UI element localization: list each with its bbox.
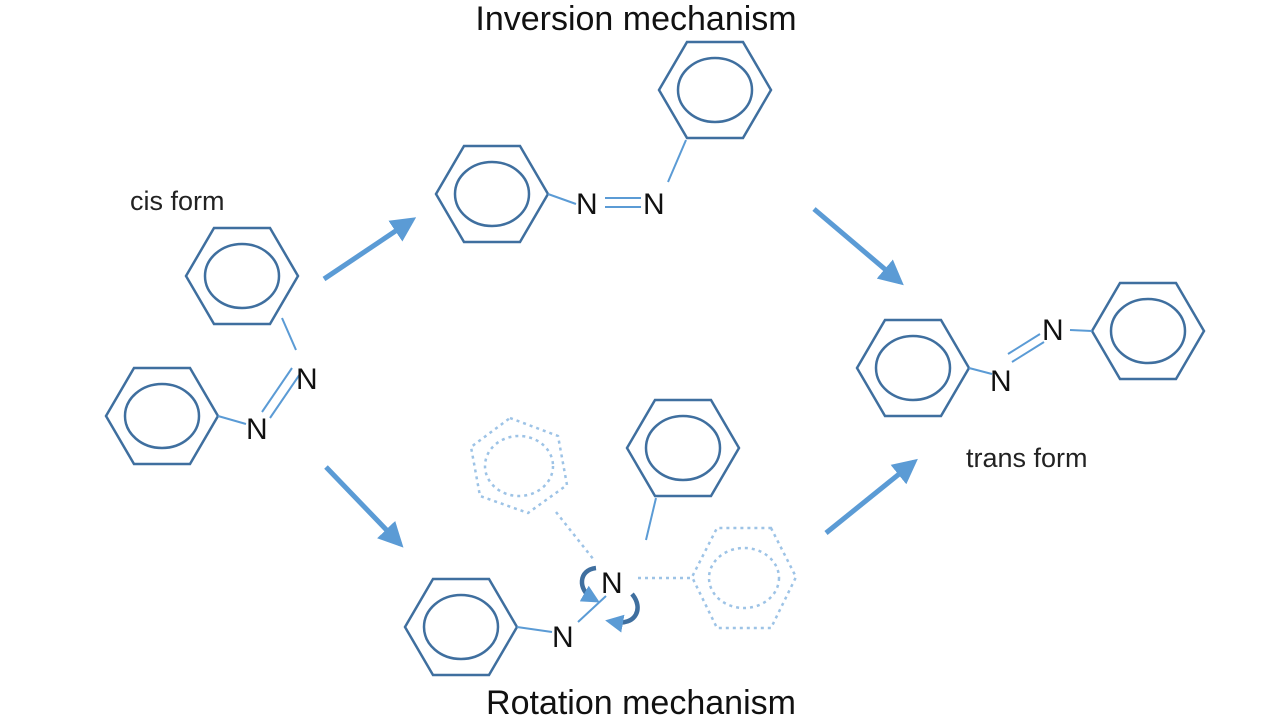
arrow-rotation-to-trans [824, 458, 918, 535]
arrow-inversion-to-trans [812, 207, 904, 286]
trans-azobenzene: N N [855, 281, 1206, 418]
arrow-cis-to-inversion [322, 217, 417, 282]
trans-nitrogen-left: N [990, 365, 1012, 398]
inversion-upper-benzene-ring [657, 40, 773, 140]
inversion-mechanism-title: Inversion mechanism [475, 0, 796, 38]
inversion-ring-n-bond-left [547, 193, 577, 205]
inversion-nitrogen-left: N [576, 188, 598, 221]
inversion-left-benzene-ring [434, 144, 550, 244]
cis-n-n-double-bond-b [269, 373, 301, 419]
trans-ring-n-bond-right [1069, 329, 1093, 332]
trans-n-n-double-bond-a [1007, 333, 1041, 355]
cis-nitrogen-lower: N [246, 413, 268, 446]
trans-nitrogen-right: N [1042, 314, 1064, 347]
cis-n-n-double-bond-a [261, 367, 293, 413]
trans-n-n-double-bond-b [1011, 341, 1045, 363]
rotation-mechanism-title: Rotation mechanism [486, 684, 796, 720]
cis-upper-benzene-ring [184, 226, 300, 326]
cis-nitrogen-upper: N [296, 363, 318, 396]
cis-lower-benzene-ring [104, 366, 220, 466]
rotation-nitrogen-left: N [552, 621, 574, 654]
trans-form-label: trans form [966, 443, 1088, 473]
rotation-upper-benzene-ring [625, 398, 741, 498]
cis-azobenzene: N N [104, 226, 318, 466]
rotation-ghost-ring-right [690, 526, 798, 630]
rotation-ring-n-bond-upper [645, 497, 657, 541]
cis-ring-n-bond-lower [217, 415, 247, 425]
trans-ring-n-bond-left [968, 367, 993, 375]
trans-right-benzene-ring [1090, 281, 1206, 381]
rotation-curl-arrow-left [579, 565, 600, 603]
rotation-nitrogen-center: N [601, 567, 623, 600]
inversion-intermediate: N N [434, 40, 773, 244]
rotation-ghost-bond-upper-left [555, 511, 595, 561]
arrow-cis-to-rotation [324, 465, 404, 548]
inversion-nitrogen-right: N [643, 188, 665, 221]
rotation-intermediate: N N [403, 398, 798, 677]
rotation-ring-n-bond-left [516, 626, 553, 633]
trans-left-benzene-ring [855, 318, 971, 418]
cis-form-label: cis form [130, 186, 225, 216]
inversion-ring-n-bond-upper [667, 139, 687, 183]
rotation-curl-arrow-right [605, 592, 640, 633]
rotation-n-n-single-bond [577, 595, 607, 623]
cis-ring-n-bond-upper [281, 317, 297, 351]
rotation-ghost-ring-upper-left [469, 416, 569, 515]
rotation-left-benzene-ring [403, 577, 519, 677]
